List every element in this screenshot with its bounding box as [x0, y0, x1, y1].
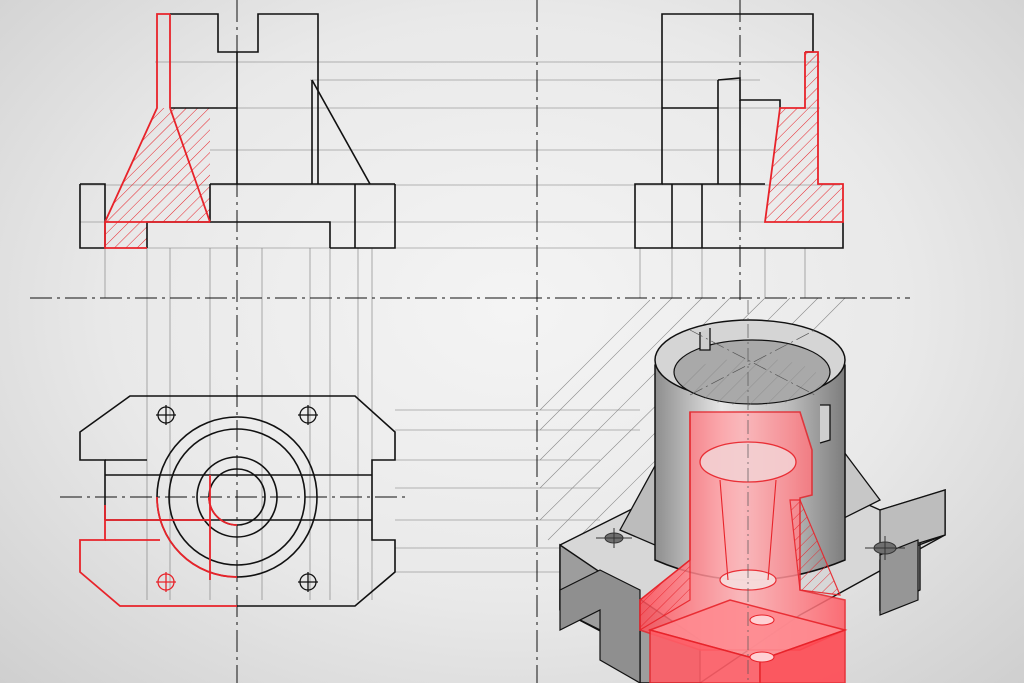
bolt-hole-icon [156, 405, 318, 592]
section-hatch-area [105, 108, 210, 248]
top-plan-view [79, 395, 396, 607]
bolt-hole-icon [156, 572, 176, 592]
front-section-view [79, 13, 396, 249]
side-section-view [634, 13, 844, 249]
boss-circle [168, 428, 306, 566]
isometric-section-view [559, 300, 946, 683]
bore-circle [196, 456, 278, 538]
center-cross-icon [596, 528, 905, 560]
front-block-face [649, 629, 761, 683]
section-hatch-area [765, 52, 843, 222]
